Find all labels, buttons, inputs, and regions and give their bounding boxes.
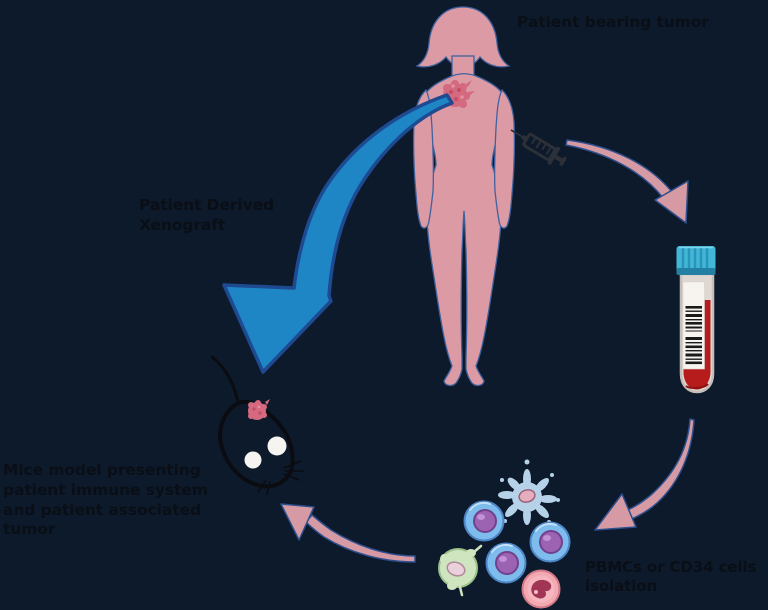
pbmc-cells-icon <box>438 459 571 609</box>
label-line: Mice model presenting <box>3 461 201 479</box>
lymphocyte-cell <box>463 500 505 542</box>
patient-figure-icon <box>412 6 516 387</box>
label-line: Xenograft <box>139 215 226 234</box>
mouse-ear <box>244 451 262 469</box>
label-mice-model: Mice model presenting patient immune sys… <box>3 461 208 540</box>
monocyte-cell <box>438 544 483 597</box>
label-line: isolation <box>585 577 658 596</box>
granulocyte-cell <box>521 569 561 609</box>
patient-left-arm <box>412 88 435 229</box>
label-line: patient immune system <box>3 480 208 499</box>
mouse-whiskers <box>257 460 304 495</box>
lymphocyte-cell <box>529 521 571 563</box>
label-line: tumor <box>3 520 56 539</box>
pdx-arrow <box>222 93 454 374</box>
engraftment-arrow <box>280 503 416 563</box>
mouse-tail <box>210 355 240 404</box>
mouse-ear <box>267 436 287 456</box>
label-pbmc-isolation: PBMCs or CD34 cells isolation <box>585 558 756 596</box>
syringe-icon <box>510 129 567 166</box>
patient-torso-legs <box>423 73 505 387</box>
label-line: and patient associated <box>3 500 201 519</box>
label-line: Patient Derived <box>139 196 275 214</box>
dendritic-cell <box>498 459 560 525</box>
tube-cap <box>676 246 716 275</box>
mouse-body <box>218 399 295 489</box>
blood-draw-arrow <box>565 139 689 224</box>
mouse-icon <box>210 355 304 495</box>
label-patient-derived-xenograft: Patient Derived Xenograft <box>139 196 274 236</box>
mouse-tumor-icon <box>248 399 270 420</box>
label-line: PBMCs or CD34 cells <box>585 558 757 576</box>
patient-right-arm <box>493 88 516 229</box>
isolation-arrow <box>594 418 695 531</box>
blood-tube-icon <box>676 246 716 394</box>
lymphocyte-cell <box>485 542 527 584</box>
barcode <box>685 306 702 365</box>
label-patient-bearing-tumor: Patient bearing tumor <box>517 13 709 31</box>
